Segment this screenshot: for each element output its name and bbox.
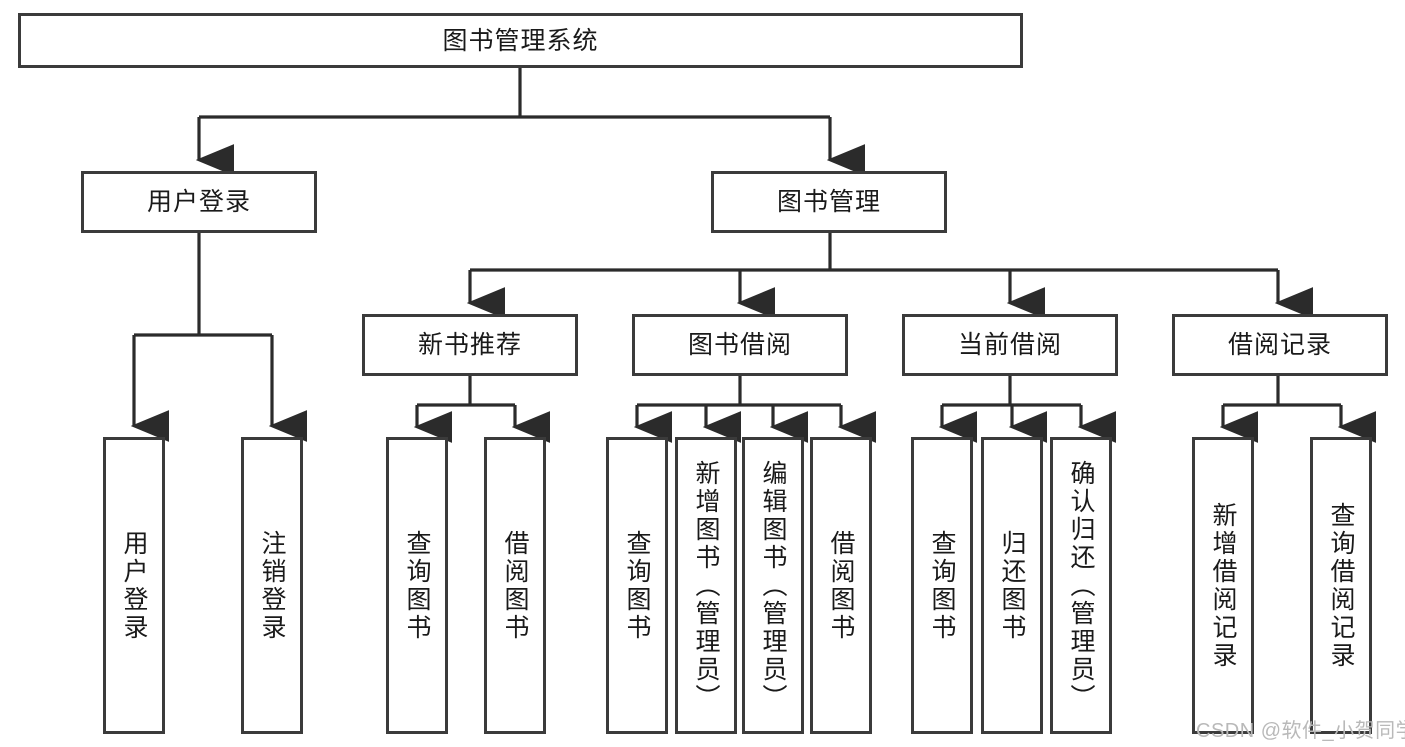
node-book-borrow[interactable]: 图书借阅 [632, 314, 848, 376]
node-leaf-query-book-rec[interactable]: 查询图书 [386, 437, 448, 734]
node-borrow-records[interactable]: 借阅记录 [1172, 314, 1388, 376]
node-leaf-query-book-cur[interactable]: 查询图书 [911, 437, 973, 734]
node-current-borrow[interactable]: 当前借阅 [902, 314, 1118, 376]
node-leaf-query-record[interactable]: 查询借阅记录 [1310, 437, 1372, 734]
leaf-label: 新增借阅记录 [1209, 501, 1237, 670]
node-book-management[interactable]: 图书管理 [711, 171, 947, 233]
node-leaf-edit-book[interactable]: 编辑图书（管理员） [742, 437, 804, 734]
leaf-label: 确认归还（管理员） [1067, 459, 1095, 712]
leaf-label: 查询图书 [623, 529, 651, 642]
node-leaf-return-book[interactable]: 归还图书 [981, 437, 1043, 734]
node-leaf-user-logout[interactable]: 注销登录 [241, 437, 303, 734]
node-root[interactable]: 图书管理系统 [18, 13, 1023, 68]
leaf-label: 查询借阅记录 [1327, 501, 1355, 670]
leaf-label: 新增图书（管理员） [692, 459, 720, 712]
leaf-label: 用户登录 [120, 529, 148, 642]
leaf-label: 注销登录 [258, 529, 286, 642]
node-leaf-borrow-book-rec[interactable]: 借阅图书 [484, 437, 546, 734]
watermark-text: CSDN @软件_小贺同学 [1196, 720, 1405, 742]
leaf-label: 编辑图书（管理员） [759, 459, 787, 712]
leaf-label: 查询图书 [928, 529, 956, 642]
node-leaf-user-login[interactable]: 用户登录 [103, 437, 165, 734]
node-leaf-add-book[interactable]: 新增图书（管理员） [675, 437, 737, 734]
leaf-label: 查询图书 [403, 529, 431, 642]
node-leaf-borrow-book-brw[interactable]: 借阅图书 [810, 437, 872, 734]
node-leaf-confirm-return[interactable]: 确认归还（管理员） [1050, 437, 1112, 734]
leaf-label: 归还图书 [998, 529, 1026, 642]
leaf-label: 借阅图书 [501, 529, 529, 642]
leaf-label: 借阅图书 [827, 529, 855, 642]
node-user-login[interactable]: 用户登录 [81, 171, 317, 233]
node-new-book-recommend[interactable]: 新书推荐 [362, 314, 578, 376]
node-leaf-query-book-brw[interactable]: 查询图书 [606, 437, 668, 734]
node-leaf-add-record[interactable]: 新增借阅记录 [1192, 437, 1254, 734]
